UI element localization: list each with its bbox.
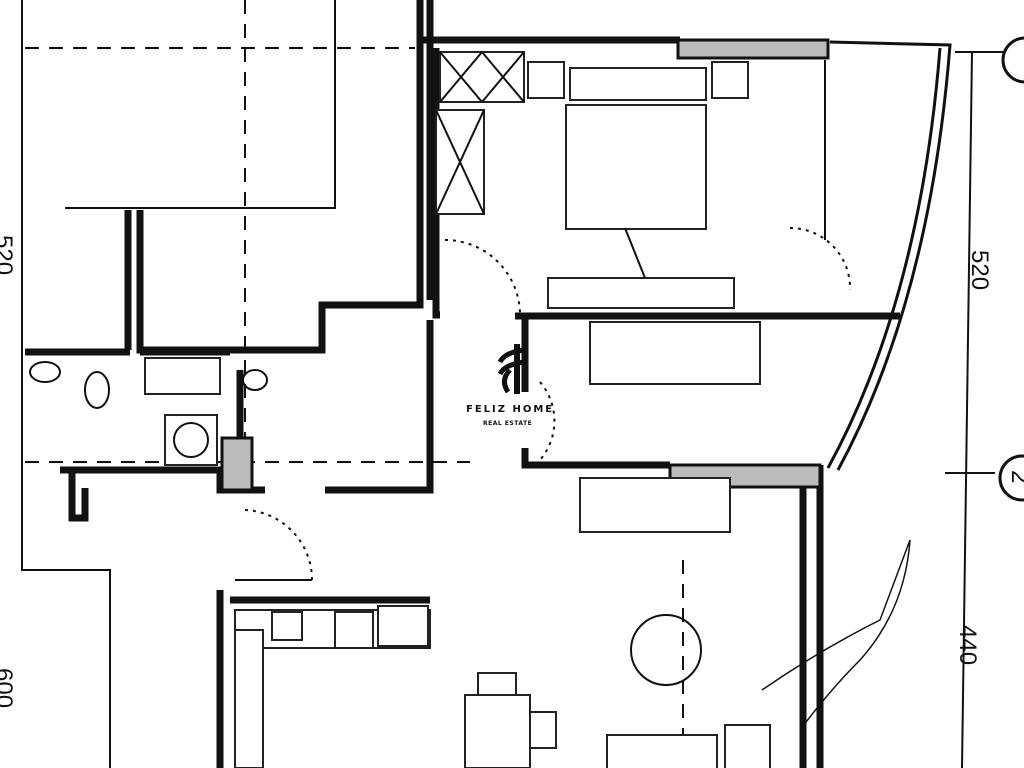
axis-marker-1 (1001, 36, 1024, 84)
watermark-subtitle: REAL ESTATE (483, 420, 533, 427)
dimension-right-upper: 520 (966, 250, 993, 290)
living-furniture (464, 614, 771, 768)
door-swings (235, 227, 852, 581)
curved-facade (829, 40, 952, 471)
dimension-left-lower: 600 (0, 668, 17, 708)
watermark-title: FELIZ HOME (466, 404, 555, 415)
pen-scribble (761, 539, 911, 731)
axis-marker-2 (998, 454, 1024, 502)
dimension-right-lower: 440 (954, 625, 981, 665)
dimension-lines: 2 520 440 520 600 (0, 36, 1024, 768)
watermark-logo-icon (497, 344, 526, 394)
hatched-wall-top (676, 38, 830, 60)
bedroom-furniture (435, 51, 826, 533)
fixtures (29, 357, 431, 768)
dimension-left-upper: 520 (0, 235, 17, 275)
walls (25, 0, 900, 768)
hatched-column (220, 436, 254, 492)
neighbor-unit-outline (21, 0, 684, 768)
axis-marker-label: 2 (1006, 470, 1024, 483)
